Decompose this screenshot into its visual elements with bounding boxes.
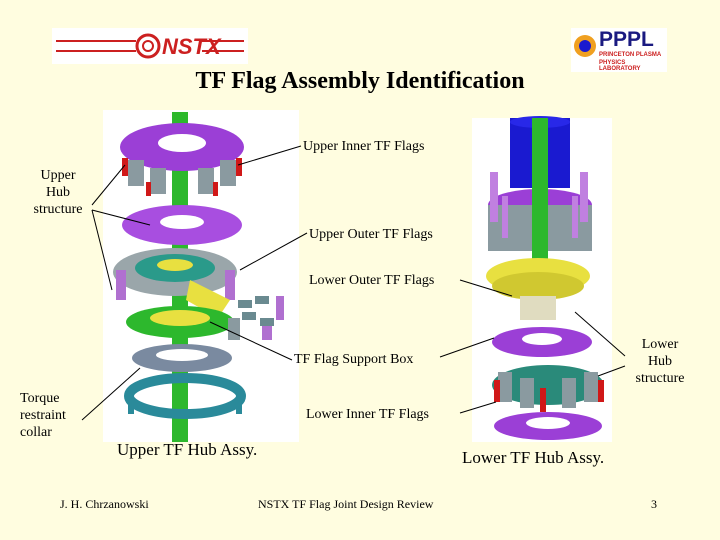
pppl-logo-sub2: PHYSICS LABORATORY bbox=[599, 60, 641, 72]
label-lower-inner-tf-flags: Lower Inner TF Flags bbox=[306, 407, 429, 422]
label-upper-hub-line1: Upper bbox=[40, 168, 76, 183]
label-lower-hub-line2: Hub bbox=[647, 354, 673, 369]
label-lower-outer-tf-flags: Lower Outer TF Flags bbox=[309, 273, 435, 288]
nstx-logo-text: NSTX bbox=[162, 34, 221, 59]
pppl-logo-text: PPPL bbox=[599, 28, 654, 51]
footer-author: J. H. Chrzanowski bbox=[60, 497, 149, 511]
caption-lower-tf-hub-assy: Lower TF Hub Assy. bbox=[462, 448, 605, 467]
footer-page-number: 3 bbox=[651, 497, 657, 511]
label-upper-hub-structure: Upper Hub structure bbox=[22, 167, 94, 218]
caption-upper-tf-hub-assy: Upper TF Hub Assy. bbox=[117, 440, 258, 459]
nstx-logo-graphic bbox=[56, 33, 244, 59]
leader-lines bbox=[81, 145, 626, 421]
label-upper-inner-tf-flags: Upper Inner TF Flags bbox=[303, 139, 425, 154]
label-upper-hub-line3: structure bbox=[33, 202, 83, 217]
footer-center: NSTX TF Flag Joint Design Review bbox=[258, 497, 434, 511]
label-lower-hub-structure: Lower Hub structure bbox=[624, 336, 696, 387]
label-torque-line2: restraint bbox=[20, 408, 66, 423]
label-torque-restraint-collar: Torque restraint collar bbox=[20, 390, 66, 441]
slide-title: TF Flag Assembly Identification bbox=[195, 68, 525, 94]
label-torque-line1: Torque bbox=[20, 391, 60, 406]
label-upper-hub-line2: Hub bbox=[45, 185, 71, 200]
label-lower-hub-line3: structure bbox=[635, 371, 685, 386]
label-lower-hub-line1: Lower bbox=[641, 337, 679, 352]
label-tf-flag-support-box: TF Flag Support Box bbox=[294, 352, 414, 367]
label-upper-outer-tf-flags: Upper Outer TF Flags bbox=[309, 227, 433, 242]
upper-inner-flags bbox=[128, 160, 236, 194]
pppl-logo-mark bbox=[574, 35, 596, 57]
nstx-logo: NSTX bbox=[52, 28, 248, 64]
pppl-logo: PPPL PRINCETON PLASMA PHYSICS LABORATORY bbox=[571, 28, 667, 72]
label-torque-line3: collar bbox=[20, 425, 52, 440]
pppl-logo-sub1: PRINCETON PLASMA bbox=[599, 52, 662, 58]
